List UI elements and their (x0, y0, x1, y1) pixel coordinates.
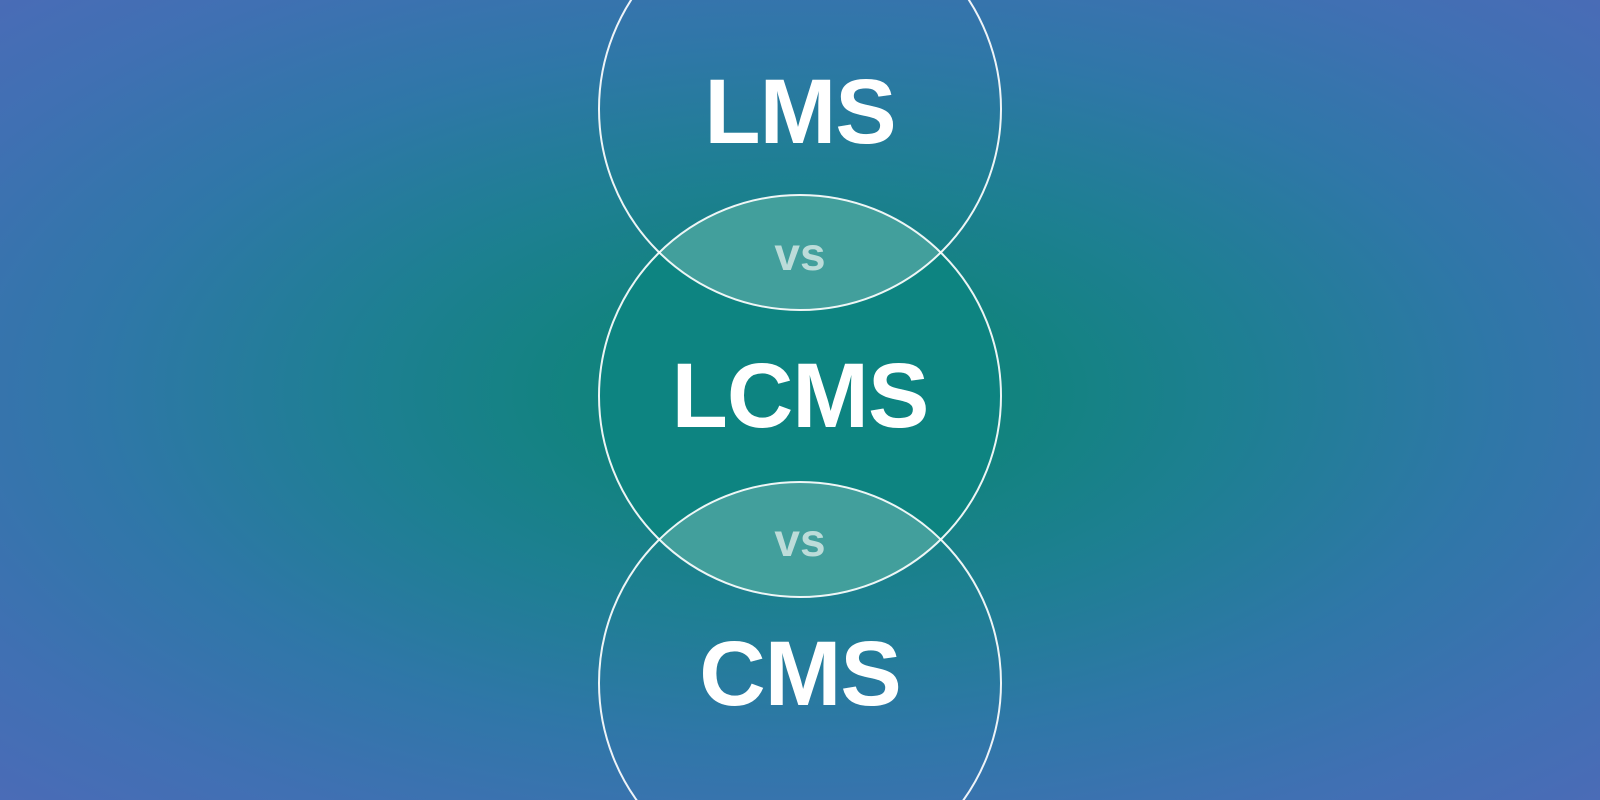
label-cms: CMS (699, 623, 900, 725)
circle-lcms-fill (599, 195, 1001, 597)
circle-lcms-outline (598, 194, 1002, 598)
label-vs-lower: vs (774, 514, 825, 566)
label-vs-upper: vs (774, 228, 825, 280)
label-lms: LMS (704, 61, 895, 163)
label-lcms: LCMS (672, 345, 929, 447)
circle-lms-outline (598, 0, 1002, 311)
circle-cms-outline (598, 481, 1002, 800)
